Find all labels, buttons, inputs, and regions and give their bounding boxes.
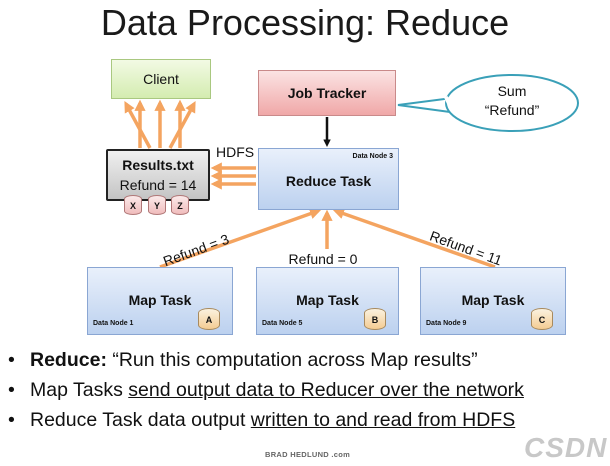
page-title: Data Processing: Reduce	[100, 2, 510, 43]
reduce-task-label: Reduce Task	[285, 173, 372, 189]
bullet-text: Reduce Task data output	[30, 409, 251, 431]
map1-to-reduce-arrow	[159, 208, 322, 269]
reduce-node-label: Data Node 3	[352, 153, 393, 160]
bullet-item: • Reduce Task data output written to and…	[8, 405, 608, 435]
map-task-label: Map Task	[461, 292, 525, 308]
block-x-cylinder: X	[124, 195, 142, 215]
bullet-symbol: •	[8, 379, 15, 401]
map-node-label: Data Node 1	[93, 320, 134, 327]
csdn-watermark: CSDN	[524, 432, 608, 463]
speech-bubble	[397, 74, 579, 132]
bullet-symbol: •	[8, 349, 15, 371]
block-z-cylinder: Z	[171, 195, 189, 215]
map-node-label: Data Node 9	[426, 320, 467, 327]
bullet-item: • Reduce: “Run this computation across M…	[8, 345, 608, 375]
results-file-name: Results.txt	[122, 157, 194, 173]
bullet-list: • Reduce: “Run this computation across M…	[8, 345, 608, 435]
map-task-box-3: Map Task Data Node 9 C	[420, 267, 566, 335]
bullet-text: “Run this computation across Map results…	[106, 349, 478, 371]
bubble-text: Sum “Refund”	[452, 82, 572, 120]
results-to-client-arrow-4	[124, 101, 152, 149]
results-value: Refund = 14	[119, 177, 197, 193]
bullet-underlined-text: written to and read from HDFS	[250, 409, 516, 431]
bullet-underlined-text: send output data to Reducer over the net…	[128, 379, 524, 401]
bubble-line-2: “Refund”	[484, 102, 540, 118]
map3-to-reduce-arrow	[332, 208, 496, 269]
edge-label-map1: Refund = 3	[161, 231, 231, 270]
edge-label-map2: Refund = 0	[289, 251, 358, 267]
map-task-box-2: Map Task Data Node 5 B	[256, 267, 399, 335]
client-box: Client	[111, 59, 211, 99]
block-y-cylinder: Y	[148, 195, 166, 215]
block-c-cylinder: C	[531, 308, 553, 330]
hdfs-label: HDFS	[216, 144, 255, 160]
reduce-task-box: Data Node 3 Reduce Task	[258, 148, 399, 210]
bubble-line-1: Sum	[497, 83, 527, 99]
job-tracker-box: Job Tracker	[258, 70, 396, 116]
map-task-label: Map Task	[296, 292, 359, 308]
block-b-cylinder: B	[364, 308, 386, 330]
bullet-bold-text: Reduce:	[30, 349, 107, 371]
map-task-box-1: Map Task Data Node 1 A	[87, 267, 233, 335]
map-task-label: Map Task	[128, 292, 192, 308]
results-file-box: Results.txt Refund = 14 X Y Z	[106, 149, 210, 215]
bullet-symbol: •	[8, 409, 15, 431]
bullet-item: • Map Tasks send output data to Reducer …	[8, 375, 608, 405]
block-a-cylinder: A	[198, 308, 220, 330]
bullet-text: Map Tasks	[30, 379, 129, 401]
results-to-client-arrow-5	[168, 101, 196, 149]
footer-credit: BRAD HEDLUND .com	[265, 450, 351, 459]
map-node-label: Data Node 5	[262, 320, 303, 327]
